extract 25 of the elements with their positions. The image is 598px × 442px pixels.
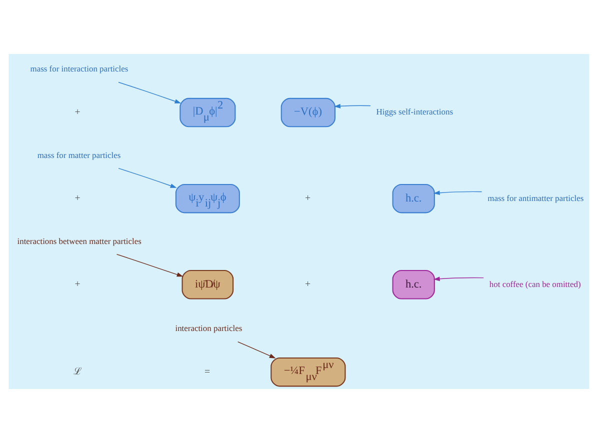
label: = [204,366,210,378]
label: + [74,278,80,290]
label: + [74,106,80,118]
node-text: mass for interaction particles [30,63,128,74]
node-text: mass for antimatter particles [488,192,584,202]
node-text: Higgs self-interactions [376,106,453,116]
node-box: −V(ϕ) [280,97,336,127]
node-box: iψ̄D̸ψ [182,269,234,299]
node-text: hot coffee (can be omitted) [489,278,581,288]
label: + [74,192,80,204]
node-text: interaction particles [175,322,242,333]
node-text: mass for matter particles [37,149,121,160]
label: + [304,192,311,204]
arrow [118,167,177,188]
arrow [433,276,484,281]
node-box: h.c. [392,183,435,213]
label: + [304,278,311,290]
arrow [433,190,482,195]
arrow [334,103,371,108]
node-box: h.c. [392,269,435,299]
label: ℒ [73,366,82,378]
arrow [237,341,276,358]
arrow [116,253,184,276]
node-text: interactions between matter particles [17,235,142,246]
arrow [118,81,182,103]
